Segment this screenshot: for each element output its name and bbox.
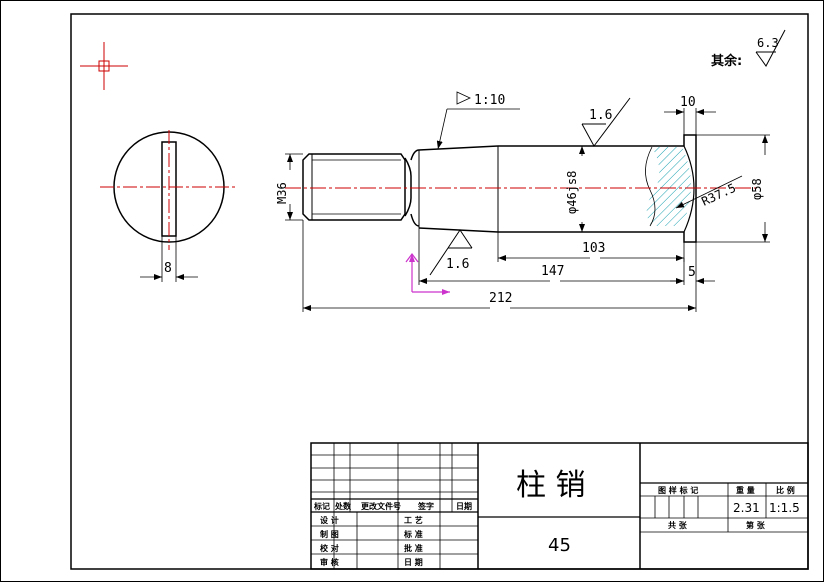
sheet-no: 第 张 — [746, 520, 766, 530]
roughness-symbol-icon — [755, 29, 786, 67]
dim-flange-width-lines — [664, 108, 716, 135]
dim-flange-dia: φ58 — [750, 178, 764, 200]
rev-header-2: 更改文件号 — [361, 501, 401, 511]
sign-left-3: 审 核 — [320, 557, 339, 567]
rev-header-4: 日期 — [456, 501, 472, 511]
dim-len-147: 147 — [541, 264, 564, 279]
info-header-0: 图 样 标 记 — [658, 485, 698, 495]
note-roughness: 6.3 — [757, 36, 779, 50]
note-label: 其余: — [711, 53, 742, 69]
dim-radius: R37.5 — [699, 181, 738, 209]
dim-roughness-bottom: 1.6 — [446, 257, 469, 272]
crosshair-icon — [80, 42, 128, 90]
dim-len-103: 103 — [582, 241, 605, 256]
sign-left-2: 校 对 — [320, 543, 339, 553]
dim-len-5: 5 — [688, 265, 696, 280]
sign-left-1: 制 图 — [320, 529, 339, 539]
sign-right-2: 批 准 — [404, 543, 423, 553]
dim-len-212: 212 — [489, 291, 512, 306]
title-block — [310, 442, 809, 570]
info-header-1: 重 量 — [736, 485, 755, 495]
scale-value: 1:1.5 — [769, 501, 800, 515]
dim-thread: M36 — [275, 182, 289, 204]
weight-value: 2.31 — [733, 501, 760, 515]
dim-horizontal-lines — [302, 220, 715, 312]
sheet-total: 共 张 — [668, 520, 688, 530]
dim-roughness-top: 1.6 — [589, 108, 612, 123]
main-view — [285, 134, 760, 243]
sign-right-1: 标 准 — [403, 529, 423, 539]
roughness-top-icon — [581, 97, 631, 147]
info-header-2: 比 例 — [776, 485, 795, 495]
dim-flange-dia-lines — [696, 134, 770, 243]
dim-thread-lines — [285, 153, 303, 221]
dim-flange-width: 10 — [680, 95, 696, 110]
dim-taper: 1:10 — [474, 93, 505, 108]
ucs-icon — [405, 253, 450, 295]
sign-right-3: 日 期 — [404, 557, 423, 567]
rev-header-0: 标记 — [313, 501, 330, 511]
dim-radius-leader — [675, 175, 743, 209]
sign-left-0: 设 计 — [320, 515, 339, 525]
rev-header-3: 签字 — [417, 501, 434, 511]
sign-right-0: 工 艺 — [404, 515, 423, 525]
taper-leader — [436, 91, 520, 150]
dim-shaft-dia: φ46js8 — [565, 171, 579, 214]
roughness-bottom-icon — [429, 229, 473, 276]
material: 45 — [548, 535, 571, 556]
dim-slot-width: 8 — [164, 261, 172, 276]
part-name: 柱 销 — [516, 468, 586, 503]
rev-header-1: 处数 — [334, 501, 352, 511]
end-view — [100, 130, 235, 282]
